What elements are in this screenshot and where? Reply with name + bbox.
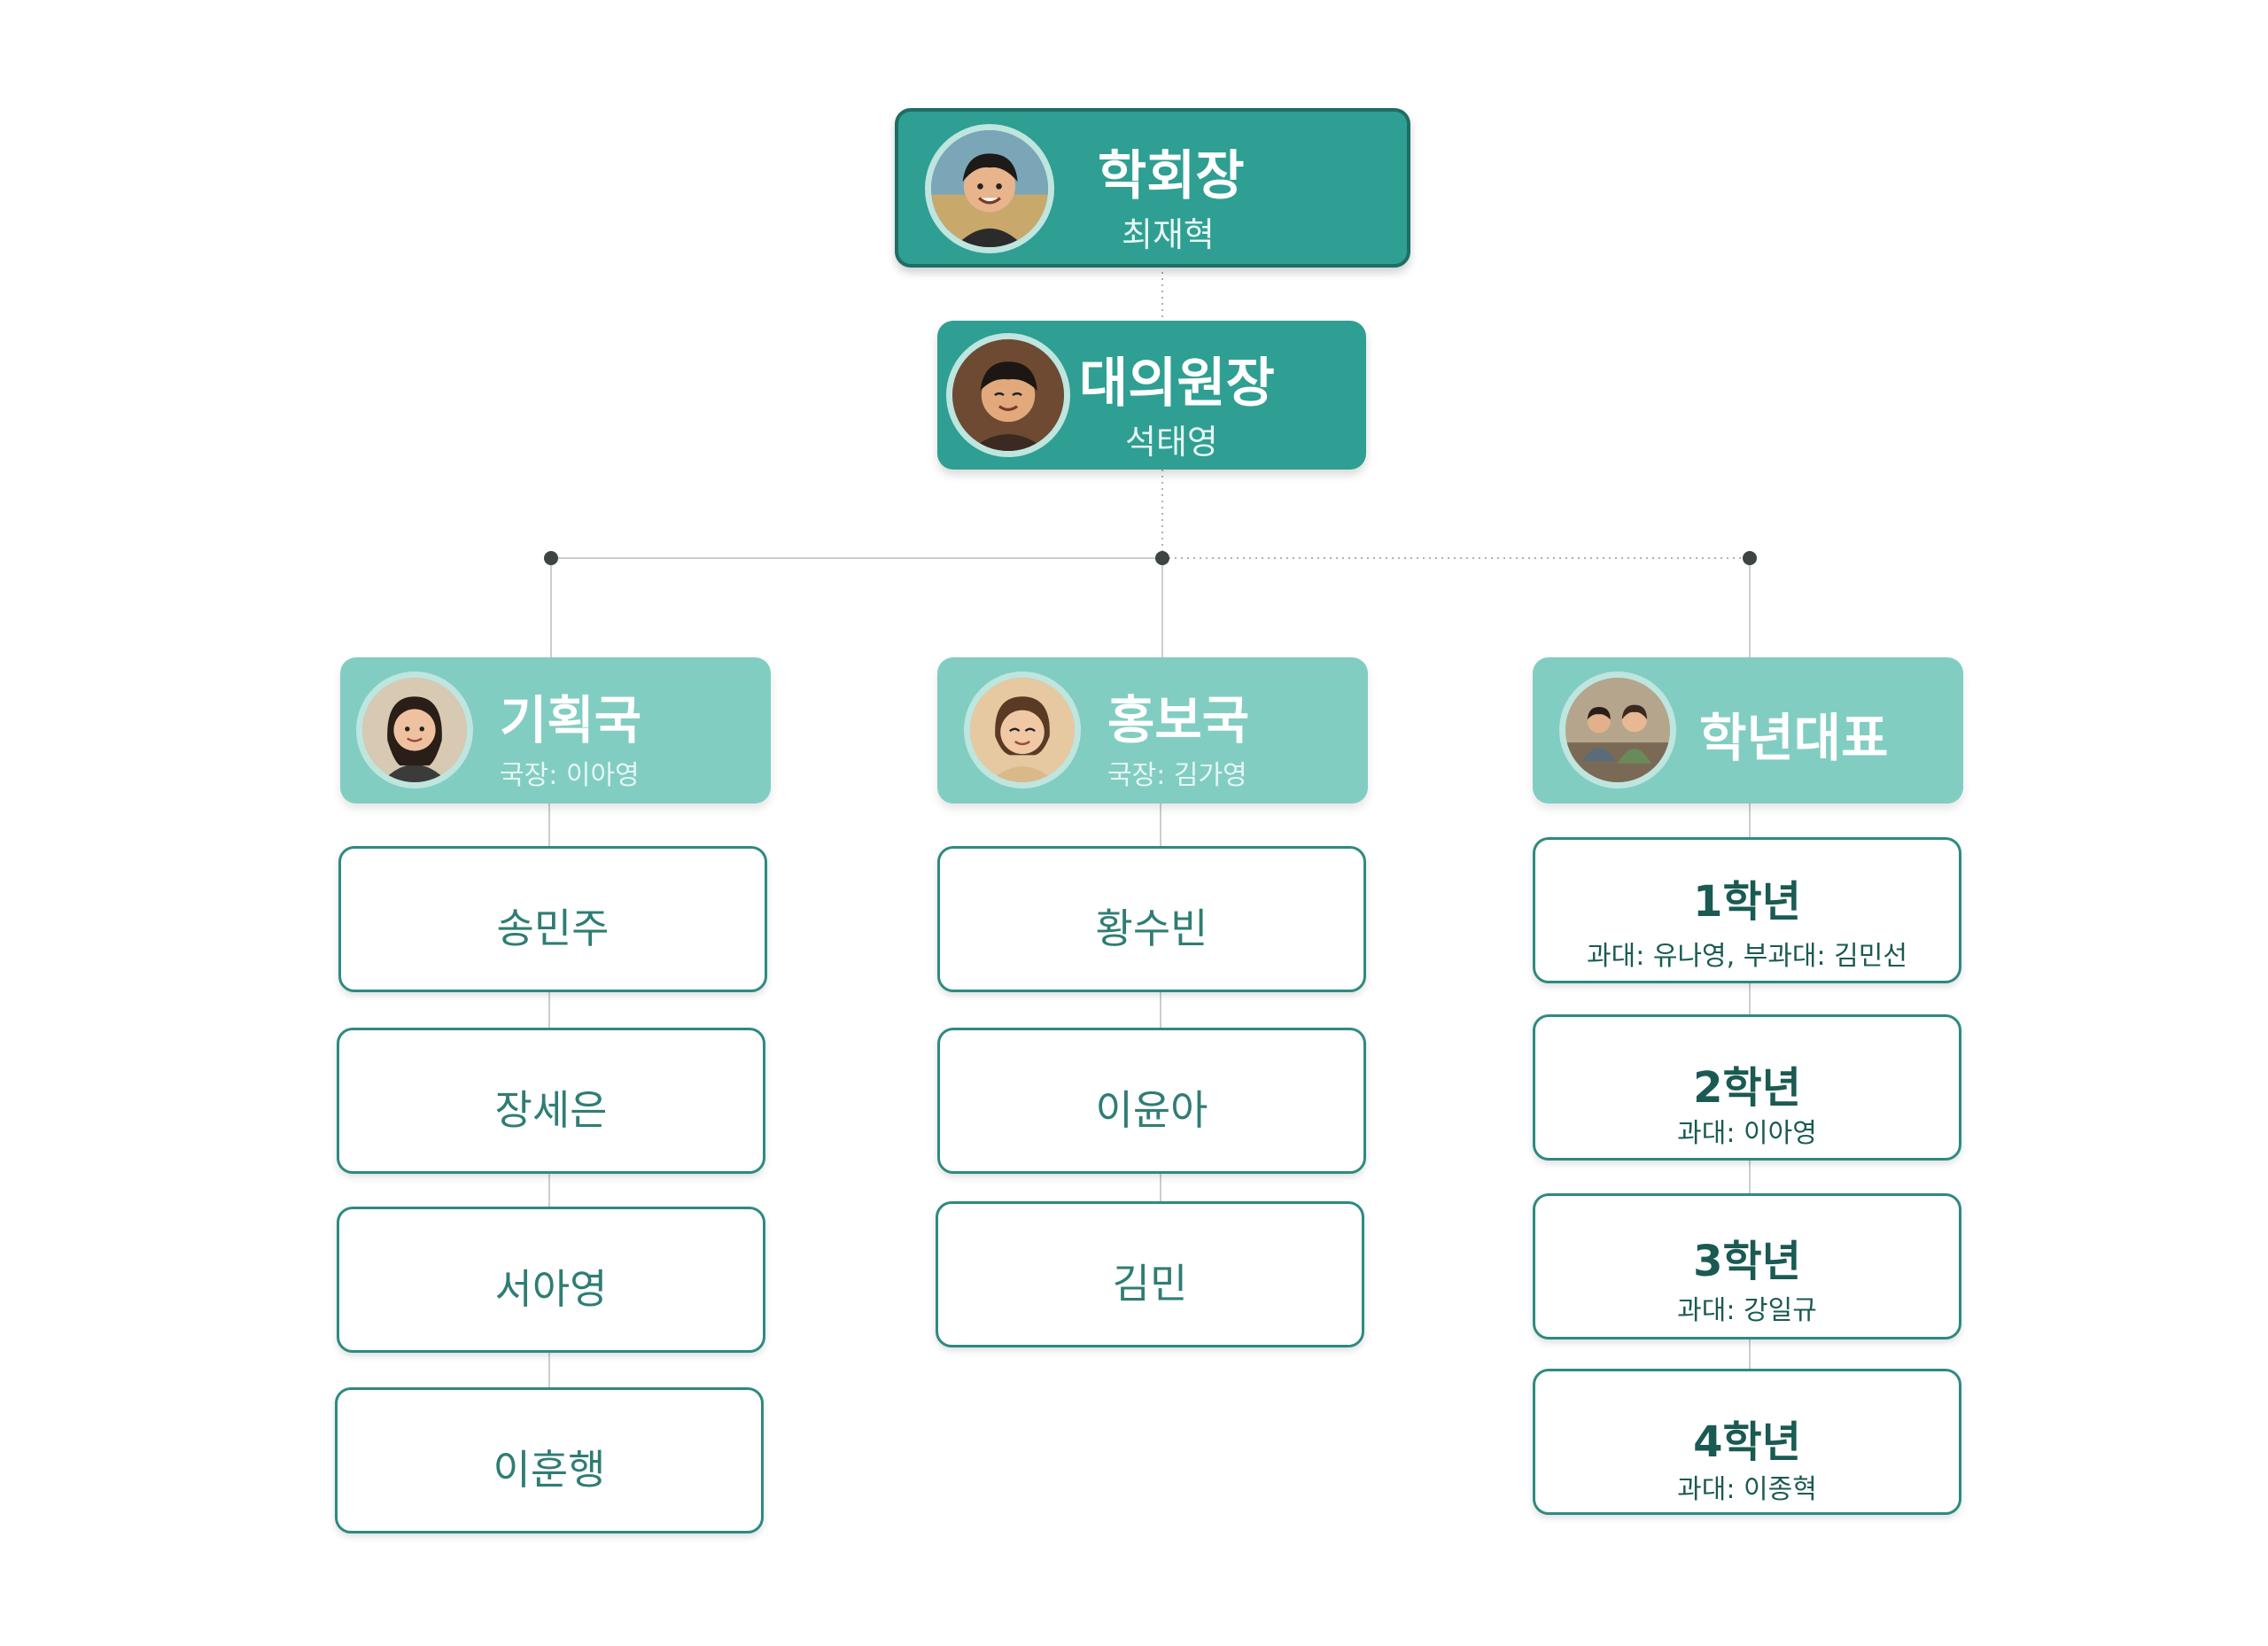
node-assembly-chair-name: 석태영 [1125, 423, 1218, 462]
member-card[interactable]: 이윤아 [937, 1028, 1366, 1174]
girl-portrait-icon [356, 672, 473, 788]
group-portrait-icon [1559, 672, 1676, 788]
node-dept-planning[interactable]: 기획국 국장: 이아영 [340, 657, 771, 804]
grade-card-reps: 과대: 강일규 [1677, 1295, 1817, 1326]
member-card[interactable]: 이훈행 [335, 1387, 764, 1533]
girl-portrait-icon [964, 672, 1081, 788]
member-name: 이윤아 [1095, 1086, 1208, 1134]
node-dept-pr[interactable]: 홍보국 국장: 김가영 [937, 657, 1368, 804]
boy-portrait-icon [946, 333, 1070, 457]
grade-card-title: 1학년 [1693, 877, 1801, 927]
node-president-title: 학회장 [1098, 145, 1245, 207]
node-assembly-chair-title: 대의원장 [1079, 353, 1275, 415]
member-name: 장세은 [494, 1086, 608, 1134]
boy-portrait-icon [925, 124, 1054, 253]
node-dept-grade-reps-title: 학년대표 [1699, 708, 1889, 768]
node-dept-grade-reps[interactable]: 학년대표 [1533, 657, 1963, 804]
member-card[interactable]: 서아영 [337, 1207, 765, 1353]
member-card[interactable]: 장세은 [337, 1028, 765, 1174]
junction-dot-right [1743, 551, 1757, 565]
node-president-name: 최재혁 [1122, 215, 1215, 254]
grade-card-reps: 과대: 이아영 [1677, 1118, 1817, 1149]
node-assembly-chair[interactable]: 대의원장 석태영 [937, 321, 1366, 470]
grade-card-title: 4학년 [1693, 1417, 1801, 1467]
member-name: 황수빈 [1095, 905, 1208, 952]
node-dept-planning-head: 국장: 이아영 [500, 760, 640, 791]
junction-dot-left [544, 551, 558, 565]
grade-card-1[interactable]: 1학년 과대: 유나영, 부과대: 김민선 [1533, 837, 1961, 983]
node-dept-pr-title: 홍보국 [1107, 690, 1250, 750]
grade-card-3[interactable]: 3학년 과대: 강일규 [1533, 1193, 1961, 1339]
junction-dot-center [1155, 551, 1169, 565]
member-name: 이훈행 [493, 1446, 606, 1494]
grade-card-2[interactable]: 2학년 과대: 이아영 [1533, 1014, 1961, 1161]
member-card[interactable]: 황수빈 [937, 846, 1366, 992]
member-name: 송민주 [496, 905, 610, 952]
node-president[interactable]: 학회장 최재혁 [895, 108, 1410, 268]
node-dept-planning-title: 기획국 [500, 690, 642, 750]
grade-card-title: 3학년 [1693, 1237, 1801, 1286]
grade-card-reps: 과대: 이종혁 [1677, 1474, 1817, 1505]
member-card[interactable]: 김민 [936, 1201, 1364, 1347]
grade-card-reps: 과대: 유나영, 부과대: 김민선 [1587, 941, 1907, 972]
node-dept-pr-head: 국장: 김가영 [1107, 760, 1247, 791]
member-card[interactable]: 송민주 [338, 846, 767, 992]
member-name: 김민 [1112, 1260, 1188, 1308]
member-name: 서아영 [494, 1265, 608, 1313]
grade-card-4[interactable]: 4학년 과대: 이종혁 [1533, 1369, 1961, 1515]
grade-card-title: 2학년 [1693, 1063, 1801, 1113]
